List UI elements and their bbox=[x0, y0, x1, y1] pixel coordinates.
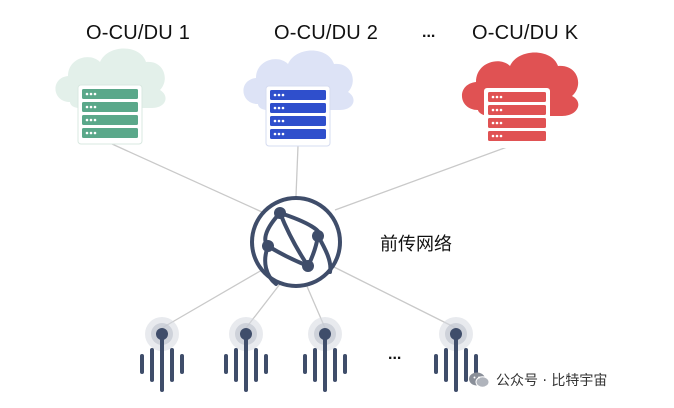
radio-antenna-icon-4 bbox=[434, 317, 478, 392]
watermark: 公众号 · 比特宇宙 bbox=[468, 370, 607, 390]
link-ru-1 bbox=[161, 269, 263, 329]
radio-antenna-icon-2 bbox=[224, 317, 268, 392]
watermark-text: 公众号 · 比特宇宙 bbox=[496, 373, 608, 389]
network-label: 前传网络 bbox=[380, 234, 452, 255]
node-label-1: O-CU/DU 1 bbox=[86, 22, 191, 44]
link-node-2 bbox=[295, 145, 299, 197]
link-node-1 bbox=[111, 143, 263, 213]
cloud-server-k-icon bbox=[461, 52, 579, 148]
radio-antenna-icon-3 bbox=[303, 317, 347, 392]
cloud-server-2-icon bbox=[243, 50, 354, 147]
backhaul-links bbox=[111, 143, 511, 213]
radio-antenna-icon-1 bbox=[140, 317, 184, 392]
node-label-k: O-CU/DU K bbox=[472, 22, 579, 44]
ru-ellipsis: ... bbox=[388, 346, 402, 363]
wechat-icon bbox=[469, 372, 490, 388]
node-ellipsis: ... bbox=[422, 24, 436, 41]
globe-network-icon bbox=[250, 196, 342, 288]
link-ru-4 bbox=[331, 265, 457, 329]
node-label-2: O-CU/DU 2 bbox=[274, 22, 379, 44]
fronthaul-links bbox=[161, 265, 457, 329]
cloud-server-1-icon bbox=[55, 48, 166, 145]
link-node-k bbox=[334, 145, 511, 211]
